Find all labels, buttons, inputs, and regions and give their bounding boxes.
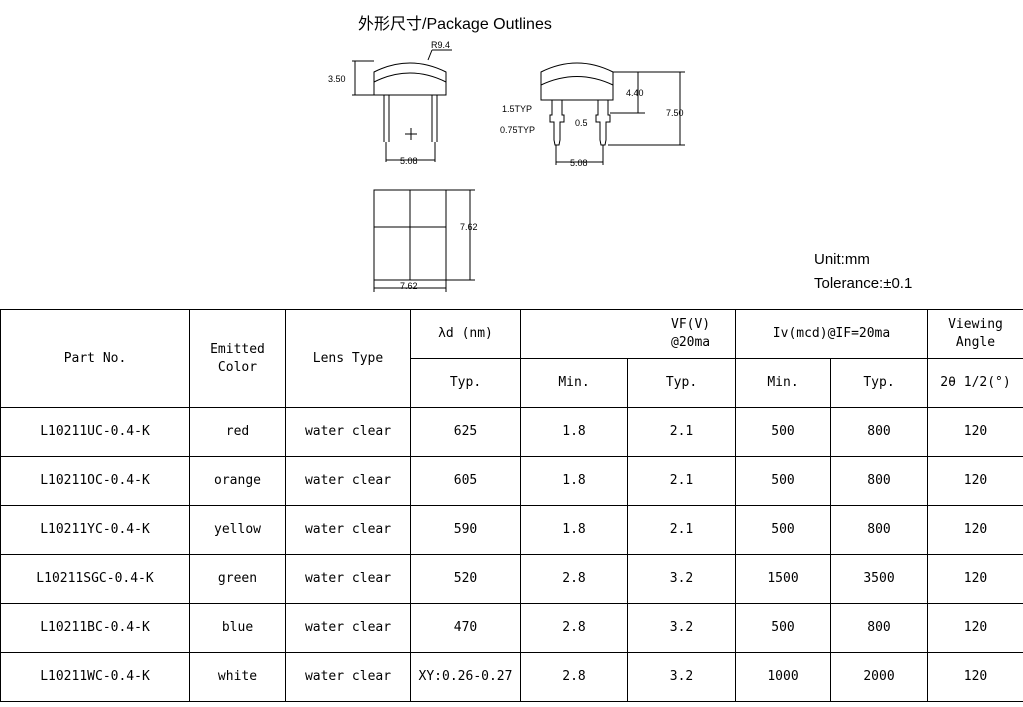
header-iv: Iv(mcd)@IF=20ma [735,309,928,359]
cell-iv-min: 500 [735,505,831,555]
length-label: 7.62 [460,222,478,232]
cell-color: red [189,407,286,457]
cell-vf-typ: 3.2 [627,554,736,604]
cell-iv-typ: 3500 [830,554,928,604]
cell-part-no: L10211WC-0.4-K [0,652,190,702]
cell-wavelength: 605 [410,456,521,506]
sub-angle: 2θ 1/2(°) [927,358,1023,408]
cell-color: white [189,652,286,702]
cell-vf-typ: 2.1 [627,505,736,555]
tolerance-label: Tolerance:±0.1 [814,275,913,292]
cell-wavelength: 590 [410,505,521,555]
cell-wavelength: 470 [410,603,521,653]
sub-typ: Typ. [627,358,736,408]
cell-color: orange [189,456,286,506]
shoulder-label: 0.5 [575,118,588,128]
cell-lens-type: water clear [285,652,411,702]
header-lens: Lens Type [285,309,411,408]
header-wavelength: λd (nm) [410,309,521,359]
cell-vf-typ: 2.1 [627,407,736,457]
pitch-label-2: 5.08 [570,158,588,168]
cell-vf-min: 2.8 [520,652,628,702]
cell-viewing-angle: 120 [927,407,1023,457]
typ-label-1: 1.5TYP [502,104,532,114]
cell-iv-typ: 800 [830,505,928,555]
cell-lens-type: water clear [285,603,411,653]
cell-vf-min: 1.8 [520,456,628,506]
cell-vf-min: 1.8 [520,407,628,457]
width-label: 7.62 [400,281,418,291]
cell-vf-typ: 3.2 [627,652,736,702]
cell-part-no: L10211UC-0.4-K [0,407,190,457]
cell-viewing-angle: 120 [927,603,1023,653]
cell-wavelength: 625 [410,407,521,457]
cell-part-no: L10211OC-0.4-K [0,456,190,506]
sub-typ: Typ. [410,358,521,408]
sub-min: Min. [520,358,628,408]
height-label: 3.50 [328,74,346,84]
cell-vf-typ: 3.2 [627,603,736,653]
cell-iv-min: 1000 [735,652,831,702]
bottom-view: 7.62 7.62 [373,189,478,292]
cell-lens-type: water clear [285,505,411,555]
cell-iv-min: 500 [735,407,831,457]
radius-label: R9.4 [431,40,450,50]
cell-wavelength: XY:0.26-0.27 [410,652,521,702]
height-label-3: 7.50 [666,108,684,118]
cell-viewing-angle: 120 [927,652,1023,702]
cell-color: blue [189,603,286,653]
header-angle: Viewing Angle [927,309,1023,359]
pitch-label: 5.08 [400,156,418,166]
cell-color: green [189,554,286,604]
cell-vf-typ: 2.1 [627,456,736,506]
cell-iv-typ: 2000 [830,652,928,702]
cell-vf-min: 1.8 [520,505,628,555]
header-color: Emitted Color [189,309,286,408]
front-view: R9.4 3.50 5.08 [328,40,452,166]
cell-part-no: L10211SGC-0.4-K [0,554,190,604]
sub-min: Min. [735,358,831,408]
unit-label: Unit:mm [814,251,870,268]
height-label-2: 4.40 [626,88,644,98]
cell-lens-type: water clear [285,554,411,604]
cell-lens-type: water clear [285,456,411,506]
cell-iv-min: 1500 [735,554,831,604]
cell-iv-typ: 800 [830,456,928,506]
cell-vf-min: 2.8 [520,554,628,604]
typ-label-2: 0.75TYP [500,125,535,135]
sub-typ: Typ. [830,358,928,408]
cell-iv-min: 500 [735,603,831,653]
specs-table: Part No. Emitted Color Lens Type λd (nm)… [0,309,1023,702]
cell-iv-typ: 800 [830,603,928,653]
cell-lens-type: water clear [285,407,411,457]
cell-viewing-angle: 120 [927,554,1023,604]
cell-vf-min: 2.8 [520,603,628,653]
header-vf: VF(V) @20ma [520,309,736,359]
cell-color: yellow [189,505,286,555]
page-title: 外形尺寸/Package Outlines [358,16,552,33]
cell-viewing-angle: 120 [927,505,1023,555]
cell-wavelength: 520 [410,554,521,604]
cell-part-no: L10211YC-0.4-K [0,505,190,555]
cell-iv-typ: 800 [830,407,928,457]
cell-viewing-angle: 120 [927,456,1023,506]
unit-note: Unit:mm Tolerance:±0.1 [814,248,912,296]
side-view: 1.5TYP 0.75TYP 0.5 4.40 7.50 5.08 [500,62,685,168]
cell-iv-min: 500 [735,456,831,506]
package-outline-drawing: R9.4 3.50 5.08 1.5TYP 0.75TYP 0.5 4.40 7… [328,40,685,292]
header-part: Part No. [0,309,190,408]
cell-part-no: L10211BC-0.4-K [0,603,190,653]
